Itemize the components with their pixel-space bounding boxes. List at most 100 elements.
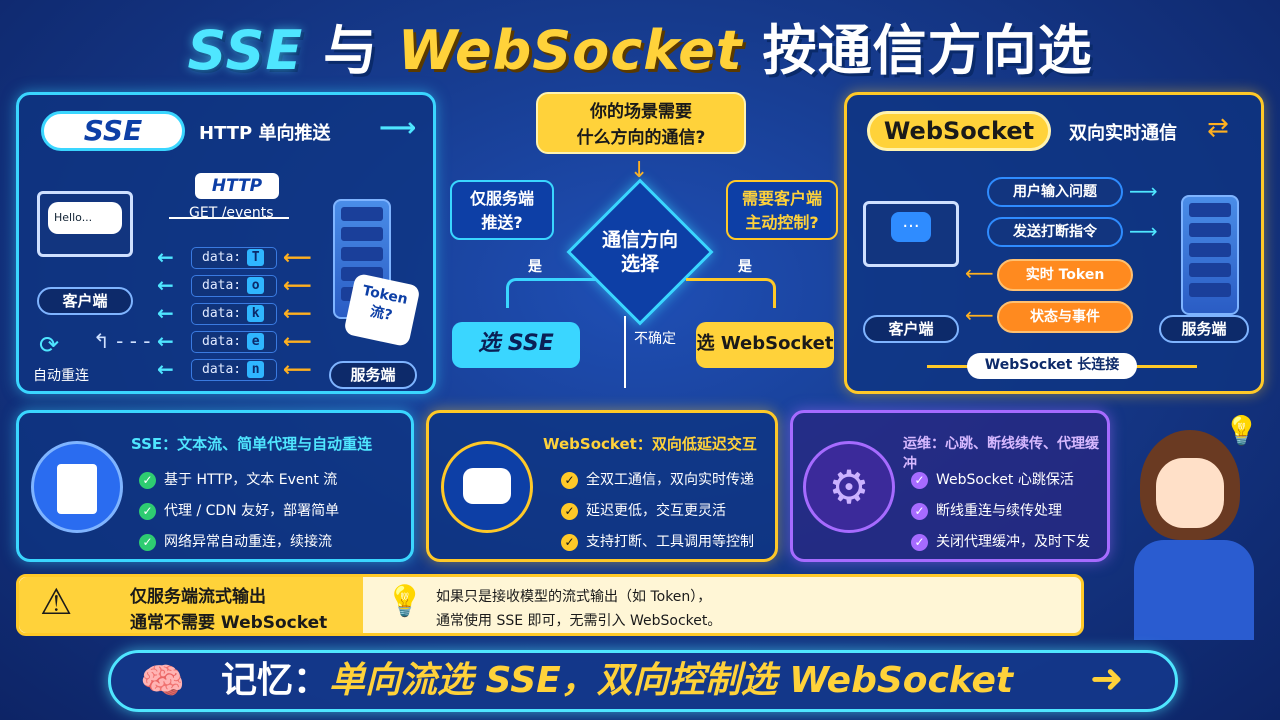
ws-client-label: 客户端 xyxy=(863,315,959,343)
card-title: WebSocket：双向低延迟交互 xyxy=(543,435,757,453)
check-icon: ✓ xyxy=(139,534,156,551)
mascot-illustration: 💡 xyxy=(1120,410,1270,640)
yes-right: 是 xyxy=(738,259,752,275)
decision-text: 通信方向 选择 xyxy=(601,229,678,275)
tip-line2: 通常使用 SSE 即可，无需引入 WebSocket。 xyxy=(436,613,722,629)
list-item: ✓断线重连与续传处理 xyxy=(911,500,1090,520)
ws-server-label: 服务端 xyxy=(1159,315,1249,343)
tip-line1: 如果只是接收模型的流式输出（如 Token）， xyxy=(436,589,712,605)
card-list: ✓WebSocket 心跳保活 ✓断线重连与续传处理 ✓关闭代理缓冲，及时下发 xyxy=(911,469,1090,562)
chat-bubbles-icon xyxy=(441,441,533,533)
ws-card: WebSocket：双向低延迟交互 ✓全双工通信，双向实时传递 ✓延迟更低，交互… xyxy=(426,410,778,562)
card-list: ✓全双工通信，双向实时传递 ✓延迟更低，交互更灵活 ✓支持打断、工具调用等控制 xyxy=(561,469,754,562)
pick-sse: 选 SSE xyxy=(452,322,580,368)
left-arrow-icon: ⟵ xyxy=(283,357,312,381)
client-label: 客户端 xyxy=(37,287,133,315)
left-arrow-icon: ⟵ xyxy=(283,245,312,269)
page-title: SSE 与 WebSocket 按通信方向选 xyxy=(187,19,1093,82)
lightbulb-icon: 💡 xyxy=(386,584,424,619)
right-arrow-icon: ⟶ xyxy=(379,113,417,143)
right-arrow-icon: ⟶ xyxy=(1129,179,1158,203)
right-arrow-icon: ⟶ xyxy=(1129,219,1158,243)
list-item: ✓网络异常自动重连，续接流 xyxy=(139,531,339,551)
data-row: data:o xyxy=(191,275,277,297)
warning-icon: ⚠ xyxy=(40,582,73,623)
swap-arrows-icon: ⇄ xyxy=(1207,113,1229,143)
check-icon: ✓ xyxy=(139,503,156,520)
memo-prefix: 记忆： xyxy=(221,660,330,701)
data-row: data:e xyxy=(191,331,277,353)
client-laptop: ··· xyxy=(863,201,959,267)
unsure-label: 不确定 xyxy=(634,331,676,347)
screen-text: Hello... xyxy=(48,202,122,234)
warning-line1: 仅服务端流式输出 xyxy=(130,587,266,607)
data-row: data:T xyxy=(191,247,277,269)
msg-item: 状态与事件 xyxy=(997,301,1133,333)
left-question: 仅服务端 推送? xyxy=(450,180,554,240)
left-arrow-icon: ⟵ xyxy=(965,303,994,327)
msg-item: 发送打断指令 xyxy=(987,217,1123,247)
check-icon: ✓ xyxy=(911,503,928,520)
check-icon: ✓ xyxy=(561,534,578,551)
chat-icon: ··· xyxy=(891,212,931,242)
left-arrow-icon: ← xyxy=(157,245,174,269)
left-arrow-icon: ⟵ xyxy=(283,301,312,325)
warning-line2: 通常不需要 WebSocket xyxy=(130,613,328,633)
server-icon xyxy=(1181,195,1239,315)
msg-item: 用户输入问题 xyxy=(987,177,1123,207)
check-icon: ✓ xyxy=(911,534,928,551)
brain-icon: 🧠 xyxy=(140,661,185,702)
list-item: ✓WebSocket 心跳保活 xyxy=(911,469,1090,489)
ws-badge: WebSocket xyxy=(867,111,1051,151)
token-note: Token 流? xyxy=(343,272,421,348)
list-item: ✓代理 / CDN 友好，部署简单 xyxy=(139,500,339,520)
warning-left xyxy=(19,577,363,633)
left-arrow-icon: ← xyxy=(157,357,174,381)
unsure-arrow xyxy=(624,316,626,388)
memo-bar: 记忆：单向流选 SSE，双向控制选 WebSocket xyxy=(108,650,1178,712)
left-arrow-icon: ← xyxy=(157,301,174,325)
refresh-icon: ⟳ xyxy=(39,331,60,359)
http-badge: HTTP xyxy=(195,173,279,199)
right-branch-arrow xyxy=(686,278,776,308)
data-row: data:n xyxy=(191,359,277,381)
data-row: data:k xyxy=(191,303,277,325)
left-arrow-icon: ← xyxy=(157,329,174,353)
server-label: 服务端 xyxy=(329,361,417,389)
check-icon: ✓ xyxy=(139,472,156,489)
list-item: ✓支持打断、工具调用等控制 xyxy=(561,531,754,551)
check-icon: ✓ xyxy=(561,503,578,520)
sse-badge: SSE xyxy=(41,111,185,151)
ws-panel: WebSocket 双向实时通信 ⇄ ··· 客户端 用户输入问题 发送打断指令… xyxy=(844,92,1264,394)
reconnect-arrow-icon: ↰ - - - xyxy=(93,329,151,353)
document-icon xyxy=(31,441,123,533)
sse-card: SSE：文本流、简单代理与自动重连 ✓基于 HTTP，文本 Event 流 ✓代… xyxy=(16,410,414,562)
right-question: 需要客户端 主动控制? xyxy=(726,180,838,240)
card-list: ✓基于 HTTP，文本 Event 流 ✓代理 / CDN 友好，部署简单 ✓网… xyxy=(139,469,339,562)
list-item: ✓全双工通信，双向实时传递 xyxy=(561,469,754,489)
down-arrow-icon: ↓ xyxy=(630,158,649,183)
sse-panel: SSE HTTP 单向推送 ⟶ Hello... 客户端 HTTP GET /e… xyxy=(16,92,436,394)
left-arrow-icon: ← xyxy=(157,273,174,297)
lightbulb-icon: 💡 xyxy=(1224,414,1259,447)
gear-icon: ⚙ xyxy=(803,441,895,533)
flowchart: 你的场景需要 什么方向的通信? ↓ 通信方向 选择 仅服务端 推送? 需要客户端… xyxy=(440,88,840,398)
conn-label: WebSocket 长连接 xyxy=(967,353,1137,379)
question-box: 你的场景需要 什么方向的通信? xyxy=(536,92,746,154)
ws-subtitle: 双向实时通信 xyxy=(1069,123,1177,144)
left-arrow-icon: ⟵ xyxy=(283,273,312,297)
memo-text: 单向流选 SSE，双向控制选 WebSocket xyxy=(329,660,1014,701)
list-item: ✓基于 HTTP，文本 Event 流 xyxy=(139,469,339,489)
ops-card: ⚙ 运维：心跳、断线续传、代理缓冲 ✓WebSocket 心跳保活 ✓断线重连与… xyxy=(790,410,1110,562)
pick-ws: 选 WebSocket xyxy=(696,322,834,368)
card-title: 运维：心跳、断线续传、代理缓冲 xyxy=(903,436,1099,472)
left-arrow-icon: ⟵ xyxy=(283,329,312,353)
right-arrow-icon: ➜ xyxy=(1090,656,1124,702)
data-rows: ← data:T ← data:o ← data:k ← data:e ← da… xyxy=(157,245,307,385)
left-arrow-icon: ⟵ xyxy=(965,261,994,285)
sse-subtitle: HTTP 单向推送 xyxy=(199,123,331,144)
reconnect-label: 自动重连 xyxy=(33,368,89,384)
check-icon: ✓ xyxy=(911,472,928,489)
list-item: ✓关闭代理缓冲，及时下发 xyxy=(911,531,1090,551)
get-arrow-icon xyxy=(169,217,289,219)
